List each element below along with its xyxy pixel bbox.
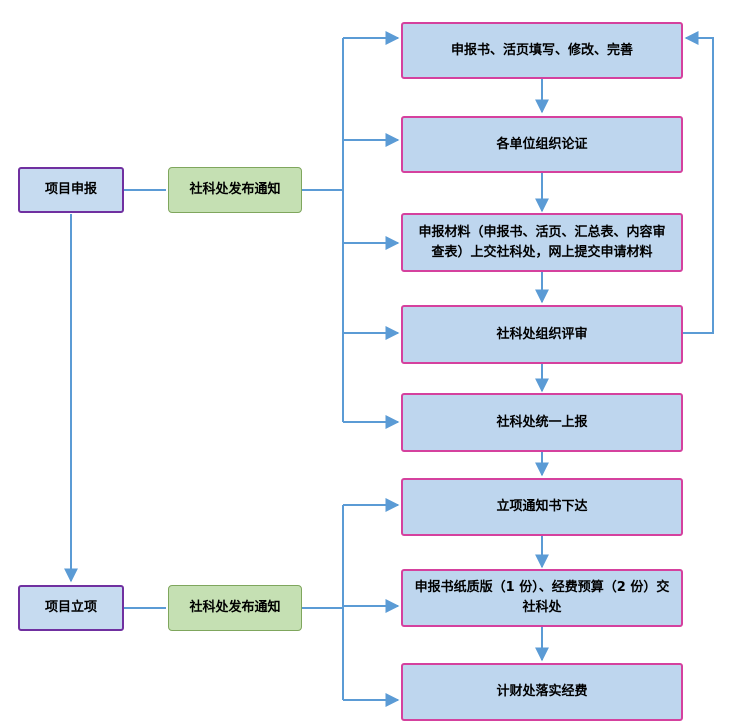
step-1-box: 申报书、活页填写、修改、完善 — [401, 22, 683, 79]
step-4-label: 社科处组织评审 — [496, 326, 588, 342]
step-1-label: 申报书、活页填写、修改、完善 — [450, 42, 633, 58]
feedback-loop-arrow — [683, 31, 714, 334]
apply-box: 项目申报 — [18, 167, 124, 213]
step-8-box: 计财处落实经费 — [401, 663, 683, 721]
step-2-label: 各单位组织论证 — [496, 136, 588, 152]
notice-box-top: 社科处发布通知 — [168, 167, 302, 213]
step-7-label: 申报书纸质版（1 份）、经费预算（2 份）交社科处 — [414, 580, 670, 615]
step-7-box: 申报书纸质版（1 份）、经费预算（2 份）交社科处 — [401, 569, 683, 627]
step-5-box: 社科处统一上报 — [401, 393, 683, 452]
notice-top-label: 社科处发布通知 — [189, 182, 281, 197]
step-6-label: 立项通知书下达 — [496, 499, 588, 514]
notice-bottom-label: 社科处发布通知 — [189, 600, 281, 615]
approve-label: 项目立项 — [44, 600, 97, 615]
step-6-box: 立项通知书下达 — [401, 478, 683, 536]
approve-box: 项目立项 — [18, 585, 124, 631]
step-8-label: 计财处落实经费 — [496, 684, 588, 699]
step-4-box: 社科处组织评审 — [401, 305, 683, 364]
apply-label: 项目申报 — [44, 182, 97, 197]
step-3-label: 申报材料（申报书、活页、汇总表、内容审查表）上交社科处，网上提交申请材料 — [418, 224, 666, 260]
step-5-label: 社科处统一上报 — [496, 414, 588, 430]
step-2-box: 各单位组织论证 — [401, 116, 683, 173]
step-3-box: 申报材料（申报书、活页、汇总表、内容审查表）上交社科处，网上提交申请材料 — [401, 213, 683, 272]
notice-box-bottom: 社科处发布通知 — [168, 585, 302, 631]
